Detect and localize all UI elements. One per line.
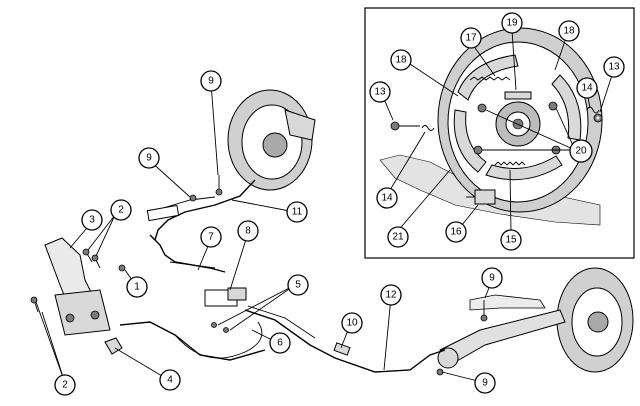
cable-clip-rear: [333, 342, 351, 356]
inset-bolt-3: [473, 145, 483, 155]
inset-sensor: [474, 189, 496, 205]
callout-4: 4: [159, 369, 181, 391]
cable-clip-front: [146, 204, 180, 222]
svg-text:8: 8: [245, 226, 251, 237]
inset-upper-shoe: [457, 54, 519, 101]
svg-text:16: 16: [450, 227, 462, 238]
front-cable-lower: [119, 321, 266, 361]
callout-2-lower: 2: [54, 374, 76, 396]
svg-text:11: 11: [292, 207, 303, 218]
callout-8: 8: [237, 220, 259, 242]
svg-text:15: 15: [505, 235, 517, 246]
callout-15: 15: [500, 229, 522, 251]
mid-bolt: [189, 194, 197, 202]
cable-bracket: [104, 337, 123, 355]
callout-10: 10: [341, 312, 363, 334]
callout-5: 5: [287, 274, 309, 296]
rear-cable: [244, 309, 446, 373]
svg-text:13: 13: [608, 62, 620, 73]
svg-text:18: 18: [563, 26, 575, 37]
inset-retainer-left: [421, 125, 435, 131]
svg-text:17: 17: [465, 33, 477, 44]
callout-14-right: 14: [576, 77, 598, 99]
callout-16: 16: [445, 221, 467, 243]
upper-bolt: [215, 188, 223, 196]
svg-text:4: 4: [167, 375, 173, 386]
callout-17: 17: [460, 27, 482, 49]
right-upper-link: [469, 294, 546, 311]
callout-13-left: 13: [369, 81, 391, 103]
callout-13-right: 13: [603, 56, 625, 78]
lever-base-plate: [54, 289, 111, 336]
main-assembly: [30, 82, 634, 384]
callout-11: 11: [286, 201, 308, 223]
svg-text:2: 2: [118, 205, 124, 216]
svg-text:9: 9: [208, 76, 214, 87]
front-cable-intermediate: [149, 234, 226, 273]
callout-19: 19: [501, 12, 523, 34]
inset-right-shoe: [551, 74, 582, 141]
svg-text:5: 5: [295, 280, 301, 291]
callout-1: 1: [126, 276, 148, 298]
svg-text:2: 2: [62, 380, 68, 391]
callout-6: 6: [269, 332, 291, 354]
svg-text:14: 14: [581, 83, 593, 94]
svg-text:10: 10: [346, 318, 358, 329]
right-arm-bushing: [437, 347, 459, 369]
callout-12: 12: [380, 284, 402, 306]
bracket-screw-2: [223, 327, 229, 333]
inset-bolt-1: [477, 103, 487, 113]
nut: [118, 264, 126, 272]
callout-20: 20: [569, 139, 593, 163]
svg-text:9: 9: [489, 273, 495, 284]
callout-18-right: 18: [558, 20, 580, 42]
return-cable-segment: [174, 321, 263, 359]
inset-retainer-right: [586, 106, 600, 114]
callout-9-mid: 9: [138, 147, 160, 169]
svg-text:14: 14: [381, 193, 393, 204]
svg-text:6: 6: [277, 338, 283, 349]
callout-14-left: 14: [376, 187, 398, 209]
brake-shoe-detail-inset: [364, 7, 635, 259]
svg-text:21: 21: [392, 232, 404, 243]
callout-7: 7: [200, 226, 222, 248]
bolt-upper-2: [91, 254, 99, 262]
front-cable-upper: [154, 179, 256, 241]
svg-text:19: 19: [506, 18, 518, 29]
inset-lower-spring: [494, 161, 526, 166]
svg-text:7: 7: [208, 232, 214, 243]
callout-9-rear-lower: 9: [474, 372, 496, 394]
left-caliper: [284, 109, 316, 141]
inset-left-shoe: [453, 109, 487, 173]
right-hub: [587, 311, 609, 333]
inset-pin-left: [390, 121, 400, 131]
svg-text:18: 18: [395, 55, 407, 66]
bolt-upper: [82, 248, 90, 256]
svg-text:9: 9: [482, 378, 488, 389]
callout-labels: 1 2 2 3 4 5 6 7 8 9 9 9 9 10 11 12 13 13…: [54, 12, 625, 396]
bracket-screw-1: [211, 322, 217, 328]
callout-3: 3: [81, 209, 103, 231]
left-hub: [262, 132, 288, 158]
svg-text:20: 20: [575, 146, 587, 157]
svg-text:13: 13: [374, 87, 386, 98]
right-trailing-arm: [439, 309, 566, 366]
inset-upper-spring: [469, 76, 511, 81]
svg-text:12: 12: [385, 290, 397, 301]
svg-text:3: 3: [89, 215, 95, 226]
callout-18-left: 18: [390, 49, 412, 71]
inset-bolt-2: [548, 101, 558, 111]
callout-9-top: 9: [200, 70, 222, 92]
bolt-lower: [30, 296, 38, 304]
callout-2-upper: 2: [110, 199, 132, 221]
rear-upper-bolt: [480, 314, 488, 322]
svg-text:9: 9: [146, 153, 152, 164]
callout-9-rear-upper: 9: [481, 267, 503, 289]
callout-21: 21: [387, 226, 409, 248]
inset-adjuster: [504, 91, 532, 100]
svg-text:1: 1: [134, 282, 140, 293]
